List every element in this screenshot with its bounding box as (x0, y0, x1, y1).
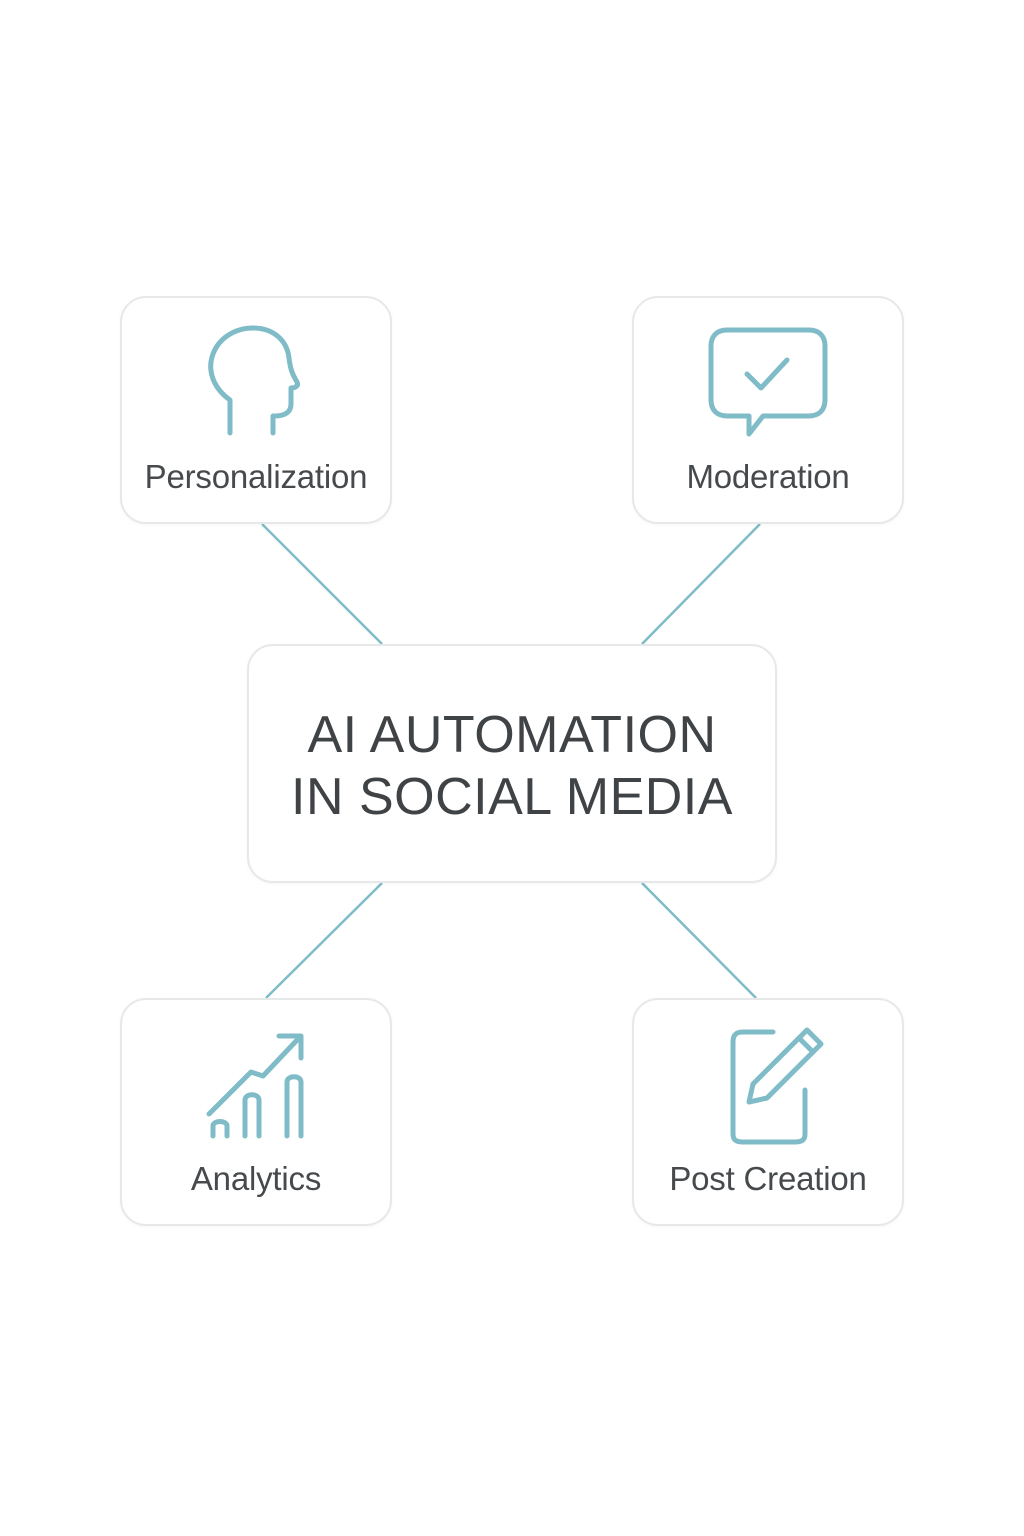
connector-post-creation (641, 882, 757, 999)
node-label: Moderation (686, 458, 850, 495)
node-post-creation: Post Creation (632, 998, 904, 1226)
connector-analytics (265, 882, 383, 999)
edit-note-icon (703, 1022, 833, 1150)
connector-personalization (261, 523, 383, 645)
connector-moderation (641, 523, 761, 645)
node-label: Personalization (144, 458, 368, 495)
central-topic: AI AUTOMATION IN SOCIAL MEDIA (247, 644, 777, 883)
central-title: AI AUTOMATION IN SOCIAL MEDIA (249, 704, 775, 828)
chat-check-icon (703, 320, 833, 448)
growth-chart-icon (191, 1022, 321, 1150)
node-label: Post Creation (669, 1160, 867, 1197)
central-title-line-2: IN SOCIAL MEDIA (291, 768, 733, 826)
head-profile-icon (191, 320, 321, 448)
node-personalization: Personalization (120, 296, 392, 524)
central-title-line-1: AI AUTOMATION (307, 706, 717, 764)
node-moderation: Moderation (632, 296, 904, 524)
node-analytics: Analytics (120, 998, 392, 1226)
node-label: Analytics (190, 1160, 322, 1197)
